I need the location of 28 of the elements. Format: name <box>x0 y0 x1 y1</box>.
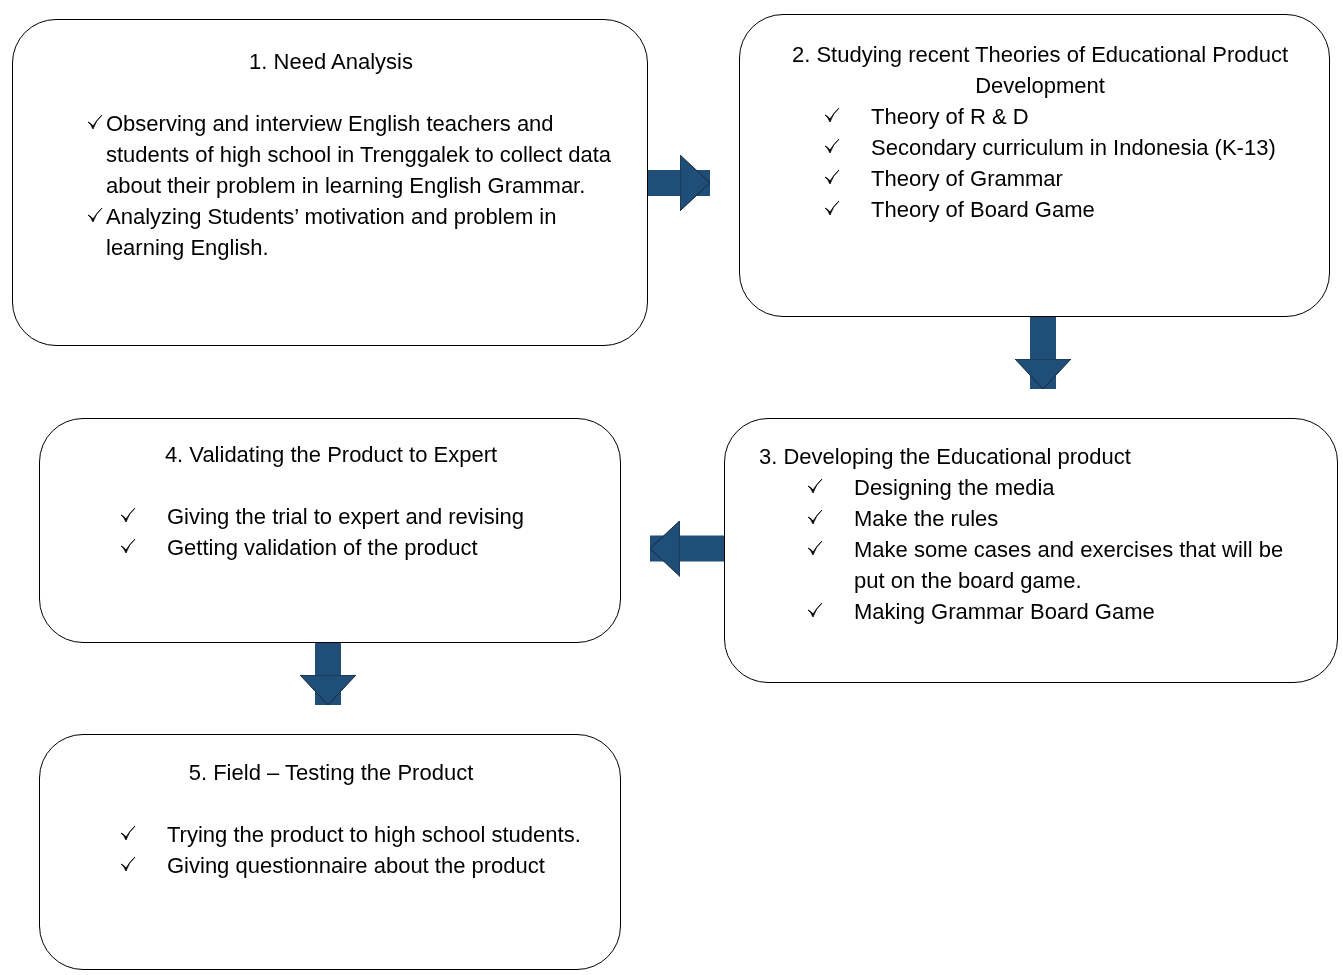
step-heading: 3. Developing the Educational product <box>759 443 1132 471</box>
block-arrow <box>299 643 357 706</box>
bullet-text: Giving the trial to expert and revising <box>167 503 526 531</box>
bullet-text: Observing and interview English teachers and students of high school in Trenggalek to collect data about their problem in learning English Grammar. <box>106 110 613 200</box>
bullet-text: Designing the media <box>854 474 1056 502</box>
process-box <box>724 418 1338 683</box>
block-arrow <box>648 154 711 212</box>
bullet-text: Secondary curriculum in Indonesia (K-13) <box>871 134 1277 162</box>
bullet-text: Analyzing Students’ motivation and problem in learning English. <box>106 203 558 262</box>
process-box <box>12 19 648 346</box>
process-box <box>39 734 621 970</box>
step-heading: 5. Field – Testing the Product <box>187 759 475 787</box>
bullet-text: Theory of Grammar <box>871 165 1064 193</box>
process-box <box>739 14 1330 317</box>
bullet-text: Make some cases and exercises that will be put on the board game. <box>854 536 1285 595</box>
bullet-text: Theory of Board Game <box>871 196 1096 224</box>
bullet-text: Making Grammar Board Game <box>854 598 1156 626</box>
block-arrow <box>1014 317 1072 390</box>
bullet-text: Giving questionnaire about the product <box>167 852 546 880</box>
bullet-text: Theory of R & D <box>871 103 1030 131</box>
bullet-text: Make the rules <box>854 505 1000 533</box>
block-arrow <box>649 520 724 577</box>
process-box <box>39 418 621 643</box>
step-heading: 2. Studying recent Theories of Educational Product Development <box>790 41 1290 100</box>
step-heading: 1. Need Analysis <box>248 48 414 76</box>
bullet-text: Trying the product to high school students. <box>167 821 582 849</box>
bullet-text: Getting validation of the product <box>167 534 479 562</box>
step-heading: 4. Validating the Product to Expert <box>163 441 499 469</box>
